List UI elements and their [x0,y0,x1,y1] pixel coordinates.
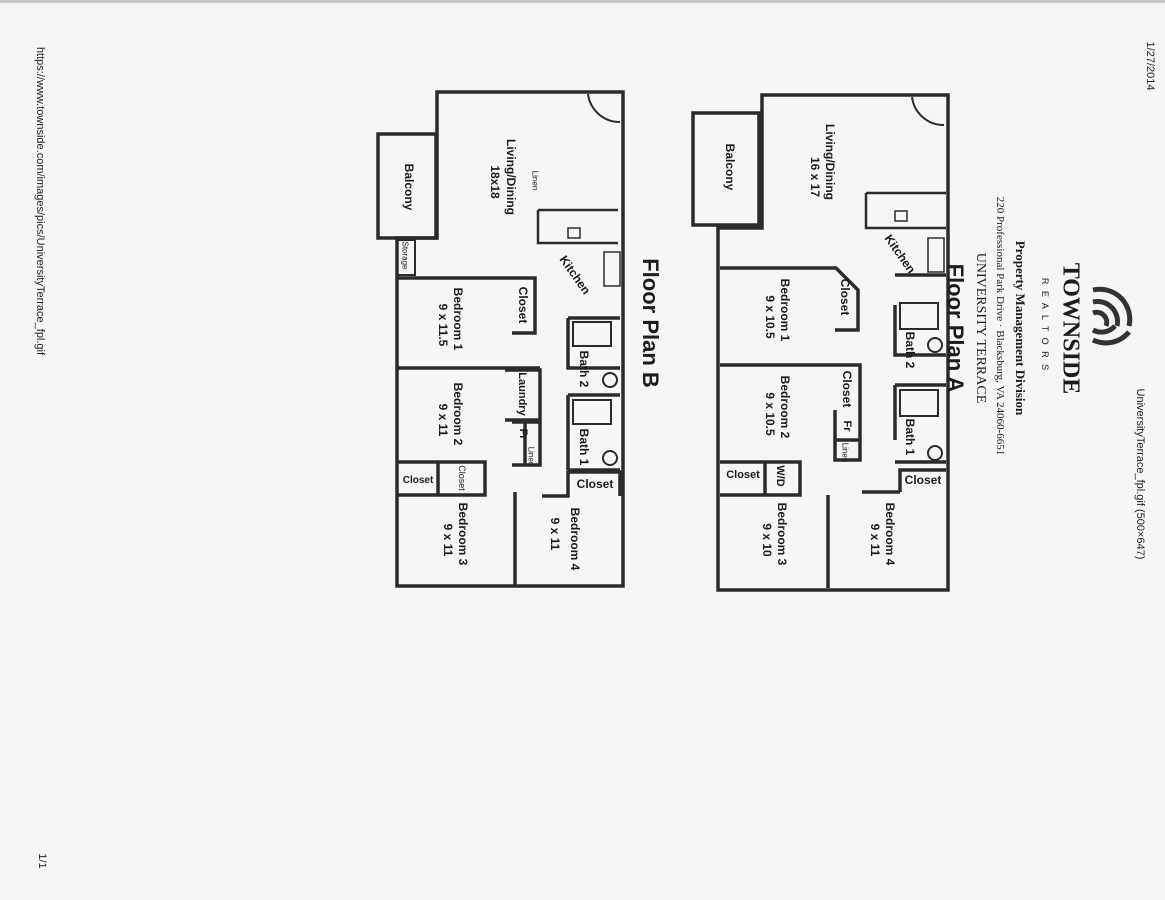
plan-a-bath1: Bath 1 [903,418,917,456]
scan-edge [0,0,1165,3]
plan-a-title: Floor Plan A [943,263,968,393]
plan-b-closet1: Closet [516,286,530,324]
plan-b-linen2: Linen [526,446,536,467]
plan-b-bed1: Bedroom 1 [451,287,465,351]
plan-b-balcony: Balcony [402,163,416,211]
plan-a-linen: Linen [840,442,850,463]
plan-b-storage: Storage [400,241,410,270]
complex-name: UNIVERSITY TERRACE [973,252,988,404]
plan-b-bed4: Bedroom 4 [568,507,582,571]
plan-a-bed2-size: 9 x 10.5 [763,392,777,436]
plan-b-bath2: Bath 2 [577,350,591,388]
plan-a-bed3: Bedroom 3 [775,502,789,566]
plan-b-bed3-size: 9 x 11 [441,523,455,557]
plan-b-bed4-size: 9 x 11 [548,517,562,551]
plan-a-bath2: Bath 2 [903,331,917,369]
plan-a-balcony: Balcony [723,143,737,191]
plan-a-bed4: Bedroom 4 [883,502,897,566]
plan-b-living-size: 18x18 [488,165,502,199]
plan-b-closet4: Closet [576,477,614,491]
plan-b-closet3: Closet [402,475,434,486]
plan-b-bed3: Bedroom 3 [456,502,470,566]
plan-a-living: Living/Dining [823,124,837,200]
plan-b-bed2: Bedroom 2 [451,382,465,446]
plan-a-closet1: Closet [838,278,852,316]
plan-a-bed4-size: 9 x 11 [868,523,882,557]
townside-logo-icon [1091,286,1133,346]
plan-b-walls [376,90,625,588]
plan-b-laundry: Laundry [516,372,528,416]
plan-b-bed2-size: 9 x 11 [436,403,450,437]
plan-a-bed1-size: 9 x 10.5 [763,295,777,339]
address: 220 Professional Park Drive · Blacksburg… [994,196,1006,456]
plan-a-closet2: Closet [840,370,854,408]
plan-a-wd: W/D [774,465,786,487]
plan-a-living-size: 16 x 17 [808,156,822,198]
plan-a-closet3: Closet [904,473,942,487]
plan-a-bed3-size: 9 x 10 [760,523,774,557]
plan-a-walls [691,93,950,592]
plan-b-living: Living/Dining [504,139,518,215]
brand-name: TOWNSIDE [1057,262,1084,395]
plan-b-bed1-size: 9 x 11.5 [436,303,450,347]
brand-sub: R E A L T O R S [1040,277,1050,373]
plan-b-bath1: Bath 1 [577,428,591,466]
plan-b-title: Floor Plan B [638,258,663,388]
plan-a-bed2: Bedroom 2 [778,375,792,439]
plan-a-fr: Fr [841,420,853,432]
division: Property Management Division [1013,240,1028,416]
plan-b-linen: Linen [530,170,540,191]
plan-a-closet4: Closet [726,469,760,481]
plan-a-bed1: Bedroom 1 [778,278,792,342]
